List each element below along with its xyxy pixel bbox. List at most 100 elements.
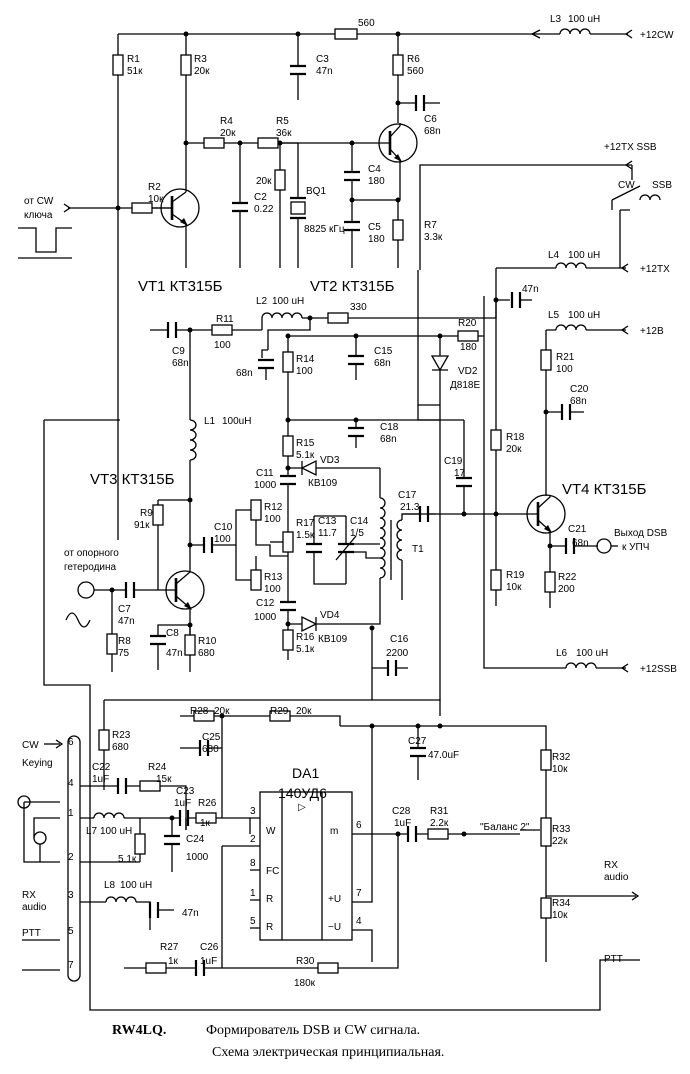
c27-value: 47.0uF [428, 750, 459, 761]
capacitor-c7 [124, 582, 136, 598]
r3-value: 20к [194, 66, 210, 77]
sine-wave-icon [65, 612, 91, 628]
transistor-vt4 [526, 494, 566, 534]
capacitor-47n-a [510, 292, 522, 308]
capacitor-c11 [280, 474, 296, 486]
capacitor-c3 [290, 64, 306, 76]
r8-value: 75 [118, 648, 130, 659]
r13-label: R13 [264, 572, 283, 583]
inductor-l7 [93, 812, 125, 819]
l4-value: 100 uH [568, 250, 600, 261]
resistor-r10 [184, 634, 196, 656]
r19-value: 10к [506, 582, 522, 593]
c68a-value: 68n [236, 368, 253, 379]
capacitor-c22 [116, 778, 128, 794]
c2-label: C2 [254, 192, 267, 203]
c25-label: C25 [202, 732, 221, 743]
connector-body [67, 742, 81, 975]
resistor-r1 [112, 54, 124, 76]
capacitor-47n-b [148, 902, 160, 918]
capacitor-c21 [564, 538, 576, 554]
c19-value: 17 [454, 468, 466, 479]
ptt-left-label: PTT [22, 928, 41, 939]
r29-label: R29 [270, 706, 289, 717]
ic-num-8: 8 [250, 858, 256, 869]
r26-label: R26 [198, 798, 217, 809]
resistor-r31 [427, 828, 449, 840]
r30-value: 180к [294, 978, 316, 989]
capacitor-c15 [348, 354, 364, 366]
switch-contact [639, 194, 661, 201]
resistor-20k [274, 169, 286, 191]
c8-label: C8 [166, 628, 179, 639]
ground-icon [17, 795, 31, 809]
resistor-5k1 [134, 833, 146, 855]
inductor-l6 [565, 662, 597, 669]
resistor-r2 [131, 202, 153, 214]
l7-value: 100 uH [100, 826, 132, 837]
capacitor-c27 [410, 746, 426, 758]
capacitor-c8 [150, 634, 166, 646]
balance-label[interactable]: "Баланс 2" [480, 822, 530, 833]
l7-label: L7 [86, 826, 98, 837]
l8-label: L8 [104, 880, 116, 891]
r4-value: 20к [220, 128, 236, 139]
r10-label: R10 [198, 636, 217, 647]
audio-section: R23 680 6 4 1 2 3 5 7 CW Keying RX audio… [17, 419, 640, 1011]
r16-label: R16 [296, 632, 315, 643]
r2-value: 10к [148, 194, 164, 205]
output-section: VT4 КТ315Б C21 68n Выход DSB к УПЧ R22 2… [526, 481, 668, 608]
resistor-r19 [490, 569, 502, 591]
lo-label-2: гетеродина [64, 562, 117, 573]
output-connector[interactable] [596, 538, 612, 554]
r7-label: R7 [424, 220, 437, 231]
capacitor-c23 [178, 810, 190, 826]
c9-label: C9 [172, 346, 185, 357]
inductor-l3 [559, 28, 591, 35]
resistor-r12 [250, 499, 262, 521]
c24-label: C24 [186, 834, 205, 845]
potentiometer-r27 [145, 962, 167, 974]
l6-label: L6 [556, 648, 568, 659]
zener-vd2 [430, 355, 450, 372]
ic-num-4: 4 [356, 916, 362, 927]
cw-keying-label-2: Keying [22, 758, 53, 769]
ic-pin-fc: FC [266, 866, 279, 877]
arrow-icon [624, 29, 633, 39]
resistor-r16 [282, 629, 294, 651]
c17-value: 21.3 [400, 502, 420, 513]
c15-value: 68n [374, 358, 391, 369]
capacitor-c5 [344, 220, 360, 232]
r23-label: R23 [112, 730, 131, 741]
lo-input-connector[interactable] [77, 581, 95, 599]
c21-label: C21 [568, 524, 587, 535]
r17-value: 1.5к [296, 530, 315, 541]
c11-value: 1000 [254, 480, 277, 491]
c24-value: 1000 [186, 852, 209, 863]
arrow-icon [631, 891, 640, 901]
resistor-r32 [540, 749, 552, 771]
c13-label: C13 [318, 516, 337, 527]
capacitor-c4 [344, 170, 360, 182]
r5b-value: 20к [256, 176, 272, 187]
ic-pin-pu: +U [328, 894, 341, 905]
c47b-value: 47n [182, 908, 199, 919]
resistor-r8 [106, 633, 118, 655]
r29-value: 20к [296, 706, 312, 717]
l8-value: 100 uH [120, 880, 152, 891]
c4-label: C4 [368, 164, 381, 175]
r31-value: 2.2к [430, 818, 449, 829]
transformer-t1-primary [379, 468, 386, 618]
pin-2: 2 [68, 852, 74, 863]
ic-name: DA1 [292, 765, 319, 781]
c11-label: C11 [256, 468, 274, 479]
arrow-icon [63, 203, 72, 213]
r32-value: 10к [552, 764, 568, 775]
r17-label: R17 [296, 518, 315, 529]
c28-label: C28 [392, 806, 411, 817]
ic-num-3: 3 [250, 806, 256, 817]
inductor-l4 [555, 262, 587, 269]
resistor-r18 [490, 429, 502, 451]
r16-value: 5.1к [296, 644, 315, 655]
resistor-r34 [540, 897, 552, 919]
